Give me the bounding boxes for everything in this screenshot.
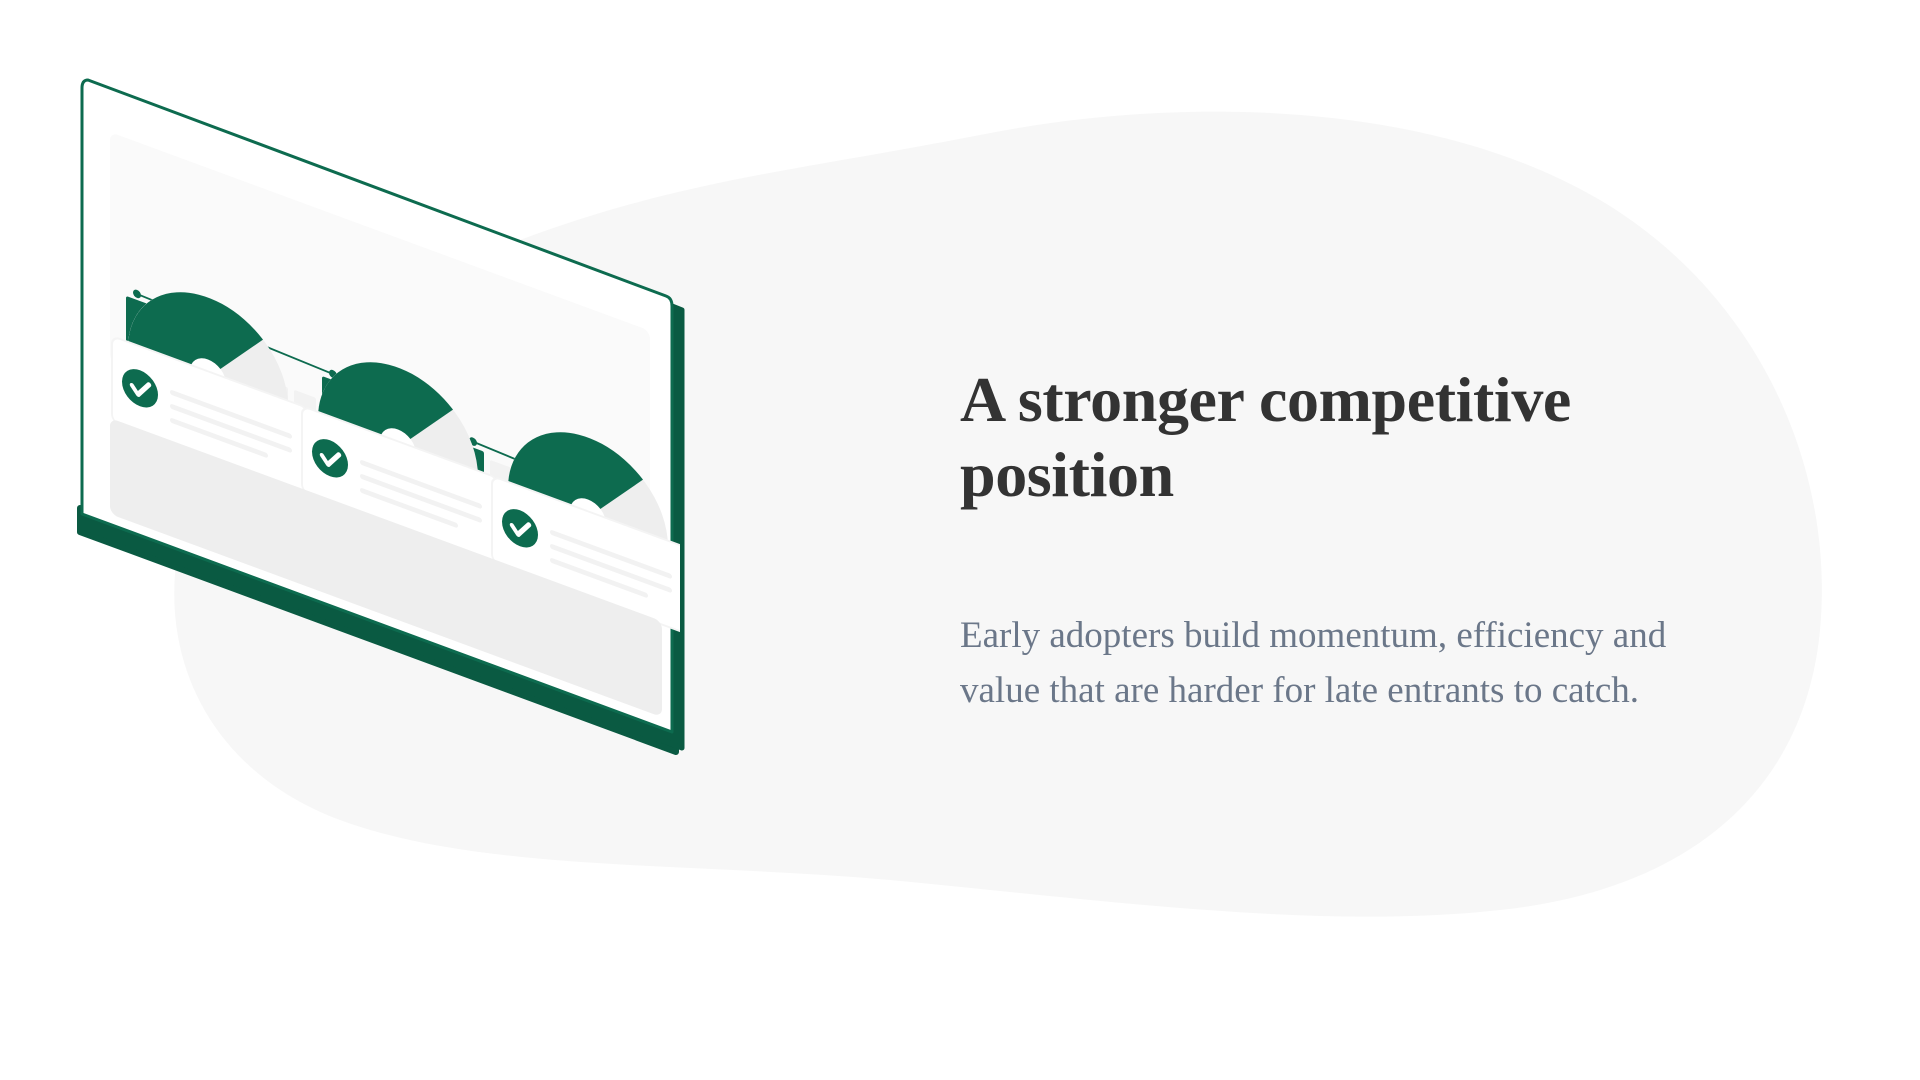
trend-marker-0 — [133, 289, 141, 299]
illustration-panel — [0, 0, 900, 1080]
body-paragraph: Early adopters build momentum, efficienc… — [960, 614, 1667, 711]
check-badge-1-icon — [129, 382, 152, 397]
page-title: A stronger competitive position — [960, 363, 1571, 511]
check-badge-1-circle — [122, 369, 158, 408]
dashboard-illustration-svg — [77, 78, 685, 755]
text-content-panel: A stronger competitive position Early ad… — [960, 0, 1880, 1080]
